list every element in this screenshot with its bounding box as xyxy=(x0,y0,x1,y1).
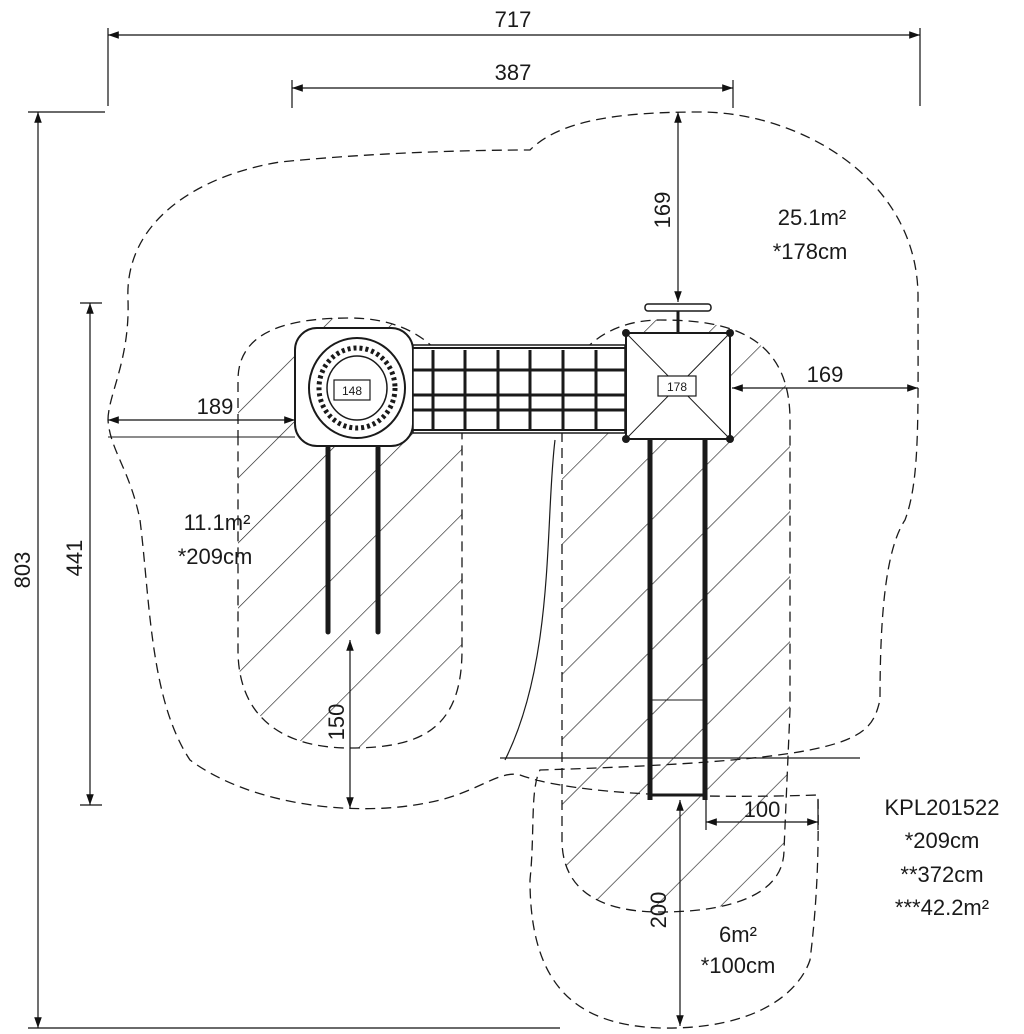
dim-pole-clearance: 150 xyxy=(324,704,349,741)
dim-top-clearance: 169 xyxy=(650,192,675,229)
left-platform-tag-box xyxy=(333,379,371,401)
slide-outline xyxy=(504,439,556,761)
dim-ladder-bottom: 200 xyxy=(646,892,671,929)
area-main-height: *178cm xyxy=(773,239,848,264)
product-total-height: **372cm xyxy=(900,862,983,887)
dim-ladder-side: 100 xyxy=(744,797,781,822)
net-bridge[interactable] xyxy=(412,344,626,434)
area-left-size: 11.1m² xyxy=(184,510,251,535)
dim-left-clearance: 189 xyxy=(197,394,234,419)
product-fall-height: *209cm xyxy=(905,828,980,853)
ladder[interactable] xyxy=(647,440,708,800)
dim-deck-span: 387 xyxy=(495,60,532,85)
area-bottom-size: 6m² xyxy=(719,922,757,947)
right-platform-tag: 178 xyxy=(667,380,687,394)
dim-left-zone-height: 441 xyxy=(62,540,87,577)
dim-overall-height: 803 xyxy=(10,552,35,589)
right-fall-zone[interactable] xyxy=(561,319,791,913)
product-code: KPL201522 xyxy=(885,795,1000,820)
steering-wheel[interactable] xyxy=(644,303,712,333)
area-bottom-height: *100cm xyxy=(701,953,776,978)
right-platform-tag-box xyxy=(657,375,697,397)
dim-overall-width: 717 xyxy=(495,7,532,32)
area-main-size: 25.1m² xyxy=(778,205,846,230)
outer-safety-zone xyxy=(107,111,919,1029)
product-total-area: ***42.2m² xyxy=(895,895,989,920)
dim-right-clearance: 169 xyxy=(807,362,844,387)
left-platform-tag: 148 xyxy=(342,384,362,398)
fire-poles xyxy=(325,445,381,635)
area-left-height: *209cm xyxy=(178,544,253,569)
